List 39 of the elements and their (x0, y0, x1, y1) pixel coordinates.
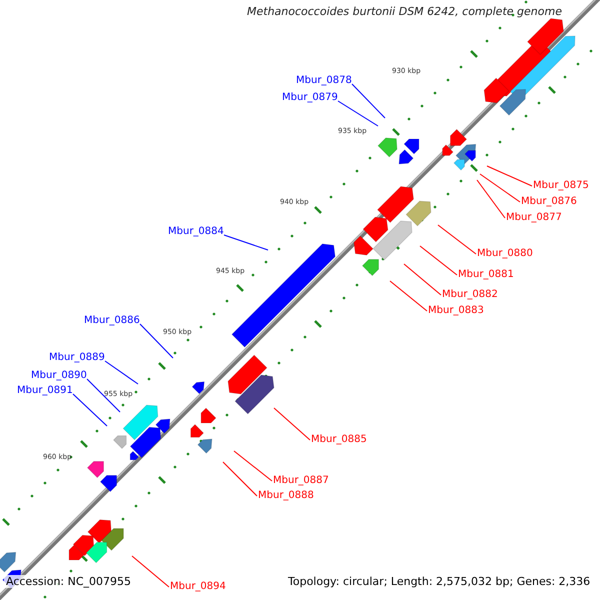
gene-label: Mbur_0886 (84, 316, 140, 326)
genome-info-text: Topology: circular; Length: 2,575,032 bp; Genes: 2,336 (286, 575, 592, 588)
leader-line (404, 264, 442, 296)
gene-label: Mbur_0887 (273, 476, 329, 486)
leader-line (140, 324, 174, 358)
leader-line (480, 174, 520, 202)
leader-line (438, 224, 476, 254)
leader-line (390, 280, 428, 312)
leader-line (86, 378, 120, 412)
leader-line (486, 166, 532, 186)
gene-label: Mbur_0880 (477, 249, 533, 259)
gene-label: Mbur_0876 (521, 197, 577, 207)
gene-label: Mbur_0888 (258, 491, 314, 501)
gene-label: Mbur_0889 (49, 353, 105, 363)
leader-line (338, 100, 378, 126)
diagram-title: Methanococcoides burtonii DSM 6242, complete genome (247, 6, 562, 17)
gene-label: Mbur_0878 (296, 76, 352, 86)
gene-label: Mbur_0882 (442, 290, 498, 300)
gene-label: Mbur_0881 (458, 270, 514, 280)
accession-text: Accession: NC_007955 (4, 575, 134, 588)
leader-line (476, 180, 506, 218)
gene-label: Mbur_0877 (506, 213, 562, 223)
leader-line (274, 408, 310, 440)
gene-label: Mbur_0890 (31, 371, 87, 381)
leader-line (420, 246, 458, 276)
leader-line (352, 84, 386, 118)
leader-line (132, 556, 170, 588)
gene-label: Mbur_0883 (428, 306, 484, 316)
leader-line (72, 394, 108, 426)
gene-label: Mbur_0875 (533, 181, 589, 191)
gene-label: Mbur_0885 (311, 435, 367, 445)
leader-line (224, 234, 268, 250)
gene-label: Mbur_0884 (168, 227, 224, 237)
gene-label: Mbur_0894 (170, 582, 226, 592)
gene-label: Mbur_0879 (282, 93, 338, 103)
leader-line (104, 360, 138, 384)
leader-line (234, 450, 272, 482)
leader-line (222, 462, 258, 496)
gene-label: Mbur_0891 (17, 386, 73, 396)
